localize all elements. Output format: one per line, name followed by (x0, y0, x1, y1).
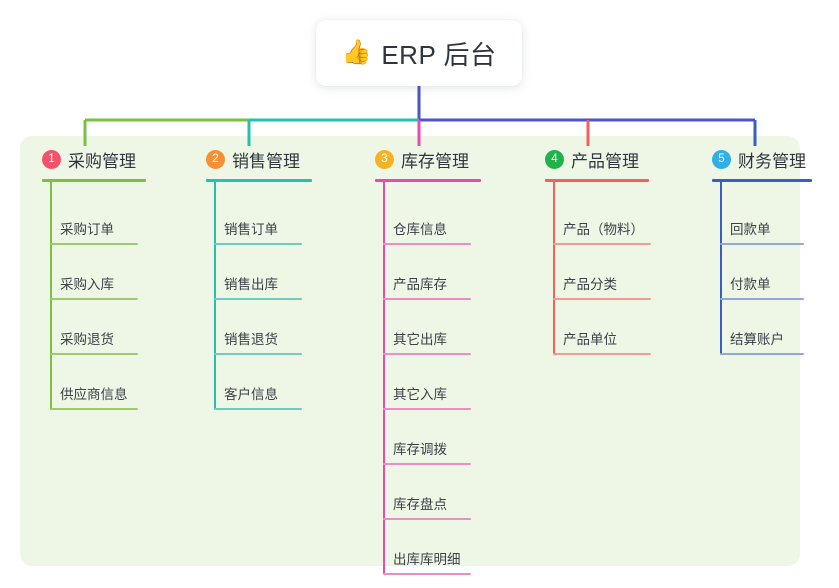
leaf-item-underline (383, 463, 471, 465)
column-underline-5 (712, 179, 812, 182)
leaf-item[interactable]: 库存盘点 (383, 493, 471, 520)
leaf-item[interactable]: 销售退货 (214, 328, 302, 355)
column-5: 5 财务管理回款单付款单结算账户 (712, 146, 812, 355)
leaf-item-underline (383, 243, 471, 245)
column-badge-icon-5: 5 (712, 149, 731, 169)
leaf-item-underline (720, 298, 804, 300)
column-title-3: 库存管理 (401, 151, 469, 171)
leaf-item[interactable]: 采购入库 (50, 273, 138, 300)
leaf-item-underline (214, 353, 302, 355)
leaf-item[interactable]: 付款单 (720, 273, 804, 300)
column-underline-4 (545, 179, 649, 182)
column-spine-3 (383, 182, 385, 574)
column-header-3[interactable]: 3 库存管理 (375, 146, 481, 172)
leaf-item-underline (383, 408, 471, 410)
leaf-item-underline (383, 573, 471, 575)
leaf-item-underline (214, 408, 302, 410)
leaf-item[interactable]: 客户信息 (214, 383, 302, 410)
leaf-item[interactable]: 其它入库 (383, 383, 471, 410)
leaf-item-underline (720, 353, 804, 355)
leaf-item[interactable]: 出库库明细 (383, 548, 471, 575)
column-4: 4 产品管理产品（物料） 产品分类产品单位 (545, 146, 651, 355)
leaf-item[interactable]: 产品库存 (383, 273, 471, 300)
leaf-item-underline (50, 353, 138, 355)
column-header-2[interactable]: 2 销售管理 (206, 146, 312, 172)
leaf-item[interactable]: 销售出库 (214, 273, 302, 300)
column-1: 1 采购管理采购订单采购入库采购退货供应商信息 (42, 146, 146, 410)
leaf-item-label: 产品单位 (563, 332, 617, 347)
leaf-item-label: 销售退货 (224, 332, 278, 347)
leaf-item-underline (50, 243, 138, 245)
column-header-1[interactable]: 1 采购管理 (42, 146, 146, 172)
leaf-item[interactable]: 库存调拨 (383, 438, 471, 465)
leaf-item[interactable]: 销售订单 (214, 218, 302, 245)
column-badge-icon-2: 2 (206, 149, 225, 169)
leaf-item-underline (720, 243, 804, 245)
leaf-item-label: 结算账户 (730, 332, 784, 347)
leaf-item-label: 库存调拨 (393, 442, 447, 457)
leaf-item-label: 供应商信息 (60, 387, 128, 402)
leaf-item-label: 产品库存 (393, 277, 447, 292)
leaf-item-underline (383, 518, 471, 520)
leaf-item-label: 出库库明细 (393, 552, 461, 567)
column-badge-icon-1: 1 (42, 149, 61, 169)
column-badge-icon-4: 4 (545, 149, 564, 169)
column-underline-3 (375, 179, 481, 182)
leaf-item-label: 仓库信息 (393, 222, 447, 237)
root-node-title: ERP 后台 (381, 39, 497, 70)
leaf-item[interactable]: 采购退货 (50, 328, 138, 355)
column-title-1: 采购管理 (68, 151, 136, 171)
leaf-item-label: 付款单 (730, 277, 771, 292)
leaf-item-label: 采购订单 (60, 222, 114, 237)
leaf-item-label: 采购入库 (60, 277, 114, 292)
leaf-item-label: 销售出库 (224, 277, 278, 292)
leaf-item-underline (50, 298, 138, 300)
branches-panel (20, 136, 800, 566)
leaf-item-underline (553, 298, 651, 300)
leaf-item[interactable]: 其它出库 (383, 328, 471, 355)
leaf-item-underline (553, 353, 651, 355)
root-node-content: 👍 ERP 后台 (341, 35, 496, 72)
leaf-item-label: 采购退货 (60, 332, 114, 347)
leaf-item-underline (383, 298, 471, 300)
column-3: 3 库存管理仓库信息产品库存其它出库其它入库库存调拨库存盘点出库库明细 (375, 146, 481, 575)
column-underline-1 (42, 179, 146, 182)
leaf-item-label: 产品（物料） (563, 222, 644, 237)
leaf-item[interactable]: 仓库信息 (383, 218, 471, 245)
leaf-item-label: 其它出库 (393, 332, 447, 347)
leaf-item-underline (214, 298, 302, 300)
column-underline-2 (206, 179, 312, 182)
leaf-item-label: 客户信息 (224, 387, 278, 402)
leaf-item-underline (50, 408, 138, 410)
column-spine-1 (50, 182, 52, 409)
column-badge-icon-3: 3 (375, 149, 394, 169)
column-header-4[interactable]: 4 产品管理 (545, 146, 649, 172)
leaf-item-underline (214, 243, 302, 245)
column-2: 2 销售管理销售订单销售出库销售退货客户信息 (206, 146, 312, 410)
column-title-5: 财务管理 (738, 151, 806, 171)
leaf-item-label: 产品分类 (563, 277, 617, 292)
column-title-4: 产品管理 (571, 151, 639, 171)
leaf-item[interactable]: 产品（物料） (553, 218, 651, 245)
column-spine-4 (553, 182, 555, 354)
column-spine-2 (214, 182, 216, 409)
leaf-item-label: 库存盘点 (393, 497, 447, 512)
leaf-item[interactable]: 结算账户 (720, 328, 804, 355)
leaf-item[interactable]: 产品单位 (553, 328, 651, 355)
leaf-item-label: 其它入库 (393, 387, 447, 402)
leaf-item[interactable]: 产品分类 (553, 273, 651, 300)
column-spine-5 (720, 182, 722, 354)
leaf-item-label: 销售订单 (224, 222, 278, 237)
leaf-item-underline (383, 353, 471, 355)
thumbs-up-icon: 👍 (341, 39, 372, 66)
leaf-item[interactable]: 供应商信息 (50, 383, 138, 410)
leaf-item[interactable]: 采购订单 (50, 218, 138, 245)
column-title-2: 销售管理 (232, 151, 300, 171)
leaf-item-underline (553, 243, 651, 245)
leaf-item[interactable]: 回款单 (720, 218, 804, 245)
leaf-item-label: 回款单 (730, 222, 771, 237)
column-header-5[interactable]: 5 财务管理 (712, 146, 812, 172)
root-node-card[interactable]: 👍 ERP 后台 (316, 20, 522, 86)
